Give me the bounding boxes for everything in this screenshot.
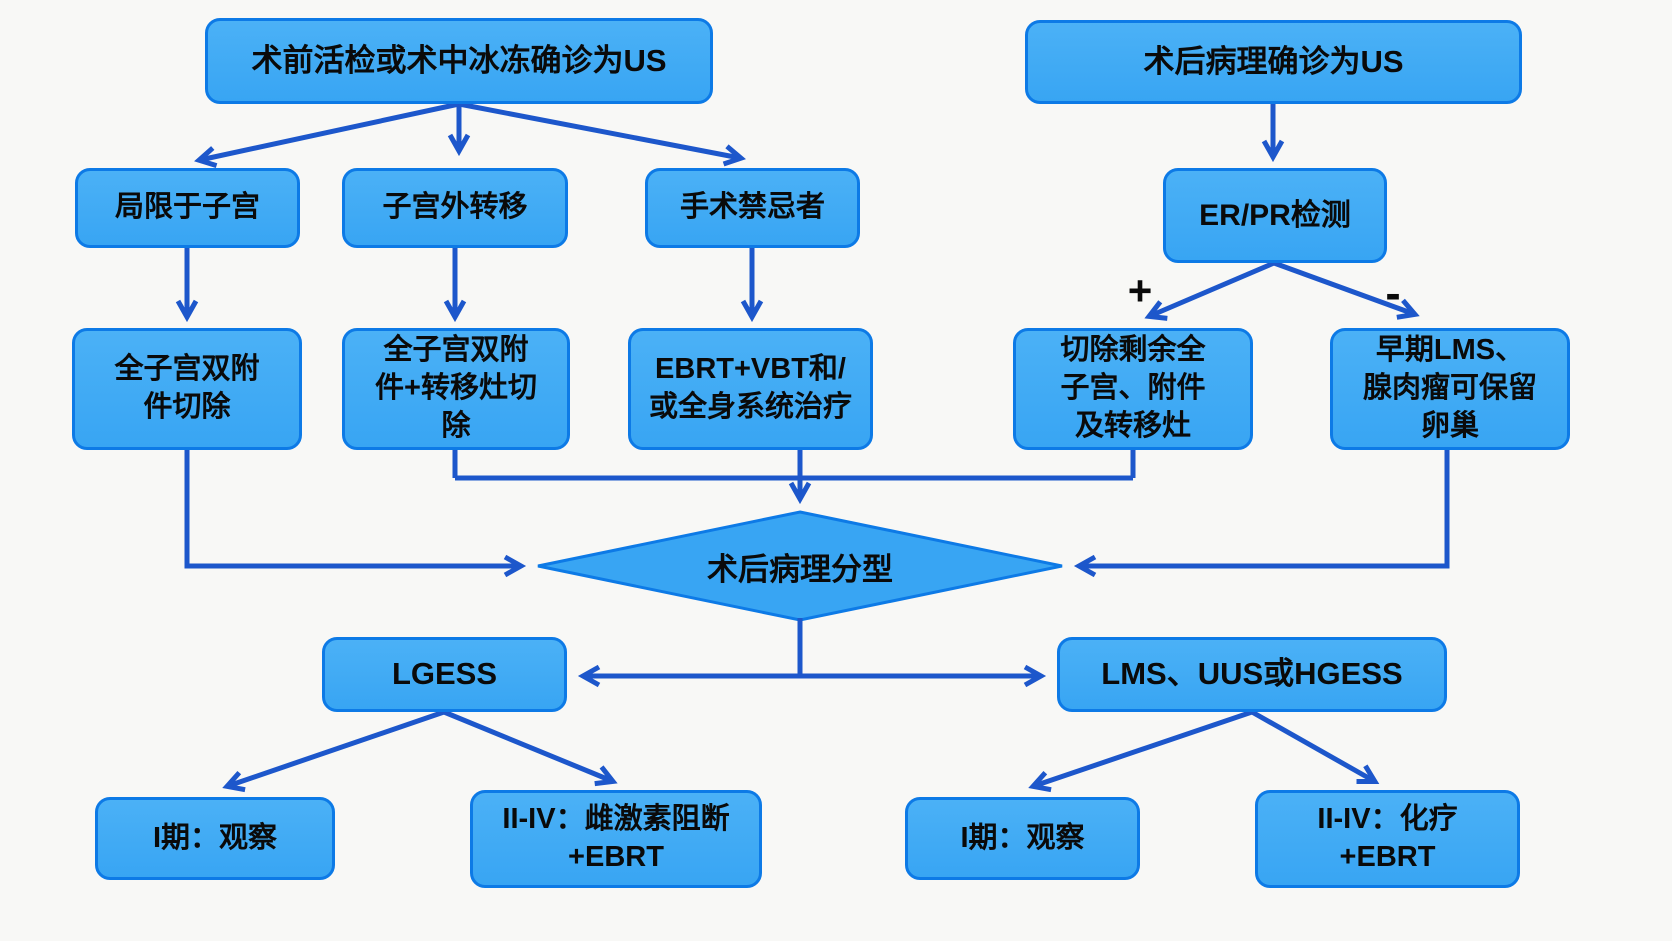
- node-surgery-contraindicated: 手术禁忌者: [645, 168, 860, 248]
- node-extrauterine-metastasis: 子宫外转移: [342, 168, 568, 248]
- edge-erpr-positive: [1144, 260, 1275, 321]
- node-confined-to-uterus: 局限于子宫: [75, 168, 300, 248]
- node-postop-diagnosis: 术后病理确诊为US: [1025, 20, 1522, 104]
- edge-lgess-stage1: [222, 709, 445, 793]
- node-lms-stage2-4-chemo-ebrt: II-IV：化疗+EBRT: [1255, 790, 1520, 888]
- node-lgess-stage1-observe: I期：观察: [95, 797, 335, 880]
- node-ebrt-vbt-systemic-therapy: EBRT+VBT和/或全身系统治疗: [628, 328, 873, 450]
- node-erpr-test: ER/PR检测: [1163, 168, 1387, 263]
- edge-preop-contraindicated: [458, 101, 746, 167]
- node-hysterectomy-bso: 全子宫双附件切除: [72, 328, 302, 450]
- erpr-positive-label: +: [1127, 267, 1153, 314]
- edge-preop-confined: [194, 101, 460, 169]
- edge-tahbso-diamond: [184, 450, 527, 578]
- node-early-lms-preserve-ovary: 早期LMS、腺肉瘤可保留卵巢: [1330, 328, 1570, 450]
- node-lgess-stage2-4-estrogen-block-ebrt: II-IV：雌激素阻断+EBRT: [470, 790, 762, 888]
- node-lgess: LGESS: [322, 637, 567, 712]
- node-lms-stage1-observe: I期：观察: [905, 797, 1140, 880]
- node-resect-residual-uterus: 切除剩余全子宫、附件及转移灶: [1013, 328, 1253, 450]
- node-lms-uus-hgess: LMS、UUS或HGESS: [1057, 637, 1447, 712]
- edge-lms-stage1: [1028, 709, 1253, 793]
- edge-lms-stage24: [1250, 709, 1380, 785]
- edge-erpr-negative: [1273, 260, 1420, 320]
- edge-earlylms-diamond: [1073, 450, 1450, 578]
- node-postop-pathology-typing: 术后病理分型: [707, 551, 893, 587]
- node-hysterectomy-bso-mets-resection: 全子宫双附件+转移灶切除: [342, 328, 570, 450]
- node-preop-diagnosis: 术前活检或术中冰冻确诊为US: [205, 18, 713, 104]
- erpr-negative-label: -: [1385, 267, 1401, 319]
- edge-lgess-stage24: [443, 709, 618, 787]
